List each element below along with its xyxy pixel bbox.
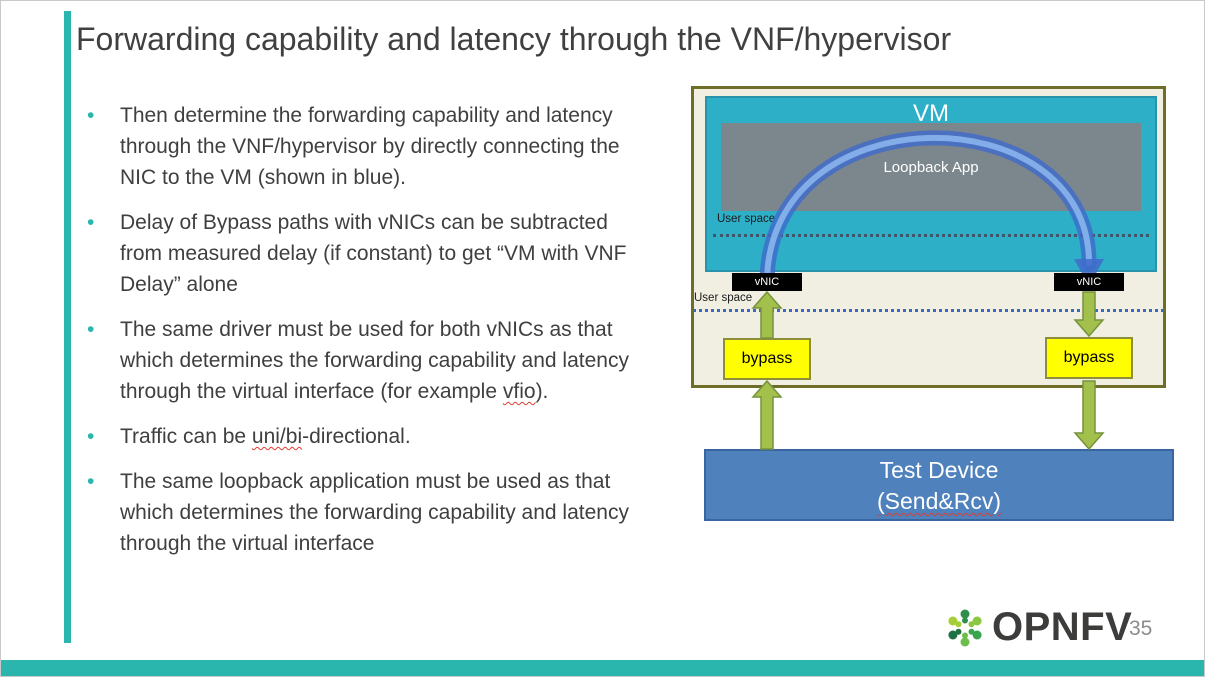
vnic-right-label: vNIC xyxy=(1076,276,1102,288)
arrow-down-bypass-to-testdevice xyxy=(1073,380,1105,451)
bullet-marker xyxy=(87,466,120,559)
bullet-item: Then determine the forwarding capability… xyxy=(87,100,635,193)
bottom-accent-bar xyxy=(1,660,1204,676)
user-space-label-vm: User space xyxy=(717,213,776,225)
loopback-app-label: Loopback App xyxy=(883,158,979,176)
bullet-text: Traffic can be uni/bi-directional. xyxy=(120,425,411,448)
bullet-marker xyxy=(87,314,120,407)
bullet-marker xyxy=(87,421,120,452)
vnic-left-box: vNIC xyxy=(732,273,802,291)
page-title: Forwarding capability and latency throug… xyxy=(76,21,952,57)
bullet-list: Then determine the forwarding capability… xyxy=(87,100,635,573)
bullet-item: Traffic can be uni/bi-directional. xyxy=(87,421,635,452)
bullet-item: Delay of Bypass paths with vNICs can be … xyxy=(87,207,635,300)
bullet-item: The same driver must be used for both vN… xyxy=(87,314,635,407)
bypass-right-box: bypass xyxy=(1045,337,1133,379)
user-space-divider-host xyxy=(693,309,1164,312)
bullet-text: The same driver must be used for both vN… xyxy=(120,318,629,403)
bullet-text: The same loopback application must be us… xyxy=(120,470,629,555)
test-device-line1: Test Device xyxy=(879,457,999,483)
bullet-text: Delay of Bypass paths with vNICs can be … xyxy=(120,211,627,296)
vnic-right-box: vNIC xyxy=(1054,273,1124,291)
vm-label: VM xyxy=(913,100,949,127)
bullet-item: The same loopback application must be us… xyxy=(87,466,635,559)
opnfv-logo: OPNFV xyxy=(943,605,1132,650)
left-accent-bar xyxy=(64,11,71,643)
user-space-divider-vm xyxy=(713,234,1149,237)
bypass-left-box: bypass xyxy=(723,338,811,380)
bullet-marker xyxy=(87,207,120,300)
vnic-left-label: vNIC xyxy=(754,276,780,288)
bullet-text: Then determine the forwarding capability… xyxy=(120,104,620,189)
arrow-up-testdevice-to-bypass xyxy=(751,379,783,450)
test-device-line2: (Send&Rcv) xyxy=(877,488,1001,514)
bypass-right-label: bypass xyxy=(1063,349,1115,366)
user-space-label-host: User space xyxy=(694,292,753,304)
bullet-marker xyxy=(87,100,120,193)
opnfv-logo-icon xyxy=(948,609,982,646)
opnfv-logo-text: OPNFV xyxy=(992,605,1133,649)
test-device-box: Test Device (Send&Rcv) xyxy=(704,449,1174,521)
bypass-left-label: bypass xyxy=(741,350,793,367)
loopback-app-box: Loopback App xyxy=(721,123,1141,211)
slide-number: 35 xyxy=(1129,617,1153,640)
